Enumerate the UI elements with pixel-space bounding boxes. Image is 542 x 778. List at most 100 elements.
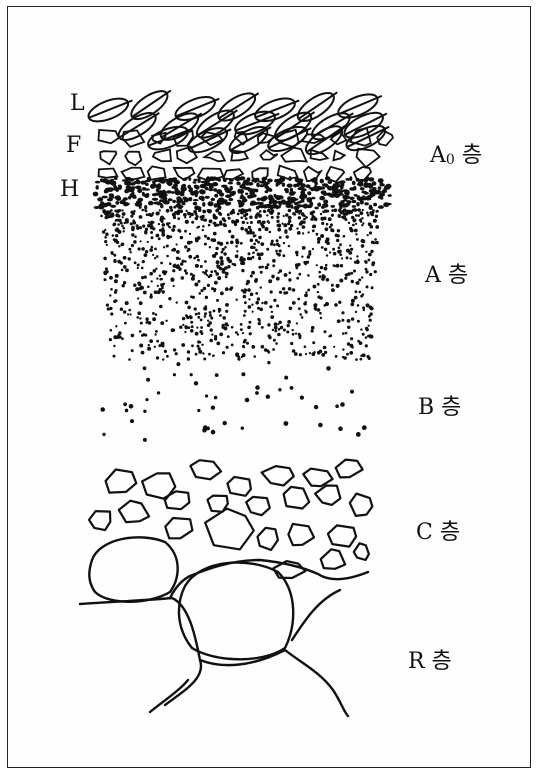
soil-dot [120,222,123,225]
soil-dot [176,250,180,254]
soil-dot [100,407,105,412]
soil-dot [307,255,310,258]
soil-dot [138,247,141,250]
soil-dot [290,386,294,390]
soil-dot [142,225,145,228]
humus-particle [373,203,377,207]
soil-dot [369,273,372,276]
humus-particle [363,182,369,186]
soil-dot [282,287,285,290]
soil-dot [134,261,137,264]
humus-particle [97,197,103,201]
soil-dot [161,287,164,290]
humus-particle [276,197,281,201]
soil-dot [266,248,269,251]
humus-particle [198,177,201,180]
humus-particle [107,198,113,201]
soil-dot [347,326,350,329]
humus-particle [314,181,318,186]
soil-dot [137,282,141,286]
soil-dot [187,241,191,245]
soil-dot [112,234,115,237]
soil-dot [117,215,120,218]
humus-particle [320,179,324,184]
soil-dot [187,250,190,253]
soil-dot [185,272,188,275]
soil-dot [273,299,276,302]
soil-dot [372,209,375,212]
soil-dot [214,396,218,400]
soil-dot [139,215,143,219]
soil-dot [191,344,194,347]
soil-dot [209,321,212,324]
soil-dot [109,338,112,341]
label-r-layer: R 층 [408,651,452,673]
humus-particle [142,187,146,191]
humus-particle [357,195,361,199]
soil-dot [362,333,365,336]
soil-dot [311,329,314,332]
soil-dot [271,216,274,219]
humus-particle [206,180,210,184]
soil-dot [193,257,196,260]
humus-particle [225,202,231,206]
humus-particle [160,204,163,208]
soil-dot [334,209,338,213]
soil-dot [350,390,354,394]
soil-dot [375,225,379,229]
humus-particle [114,196,119,200]
soil-dot [283,215,285,217]
soil-dot [207,324,210,327]
soil-dot [104,212,107,215]
soil-dot [366,328,369,331]
soil-dot [298,273,301,276]
humus-particle [124,189,128,194]
soil-dot [166,209,170,213]
soil-dot [349,351,353,355]
soil-dot [227,213,230,216]
soil-dot [365,268,368,271]
soil-dot [202,352,204,354]
soil-dot [145,210,148,213]
humus-particle [220,200,225,205]
humus-particle [349,187,354,190]
humus-particle [338,193,344,196]
soil-dot [350,248,353,251]
soil-dot [156,255,159,258]
soil-dot [196,327,198,329]
soil-dot [114,279,118,283]
soil-dot [350,257,352,259]
soil-dot [260,271,263,274]
soil-dot [219,213,222,216]
soil-dot [336,239,339,242]
soil-dot [300,396,304,400]
soil-dot [236,250,238,252]
humus-particle [282,183,285,187]
soil-dot [157,290,161,294]
humus-particle [279,203,282,207]
soil-dot [324,330,327,333]
soil-dot [257,253,261,257]
soil-dot [231,326,234,329]
soil-dot [235,254,239,258]
soil-dot [320,213,322,215]
soil-dot [224,266,228,270]
soil-dot [220,292,224,296]
humus-particle [356,202,360,206]
soil-dot [284,273,288,277]
soil-dot [277,212,280,215]
humus-particle [284,188,289,191]
soil-dot [223,224,226,227]
humus-particle [288,176,291,181]
soil-dot [298,216,301,219]
soil-dot [137,267,139,269]
soil-dot [336,284,340,288]
soil-dot [258,228,261,231]
soil-dot [240,216,243,219]
soil-dot [121,209,123,211]
soil-dot [156,356,159,359]
soil-dot [318,423,323,428]
soil-dot [243,210,246,213]
soil-dot [255,385,260,390]
